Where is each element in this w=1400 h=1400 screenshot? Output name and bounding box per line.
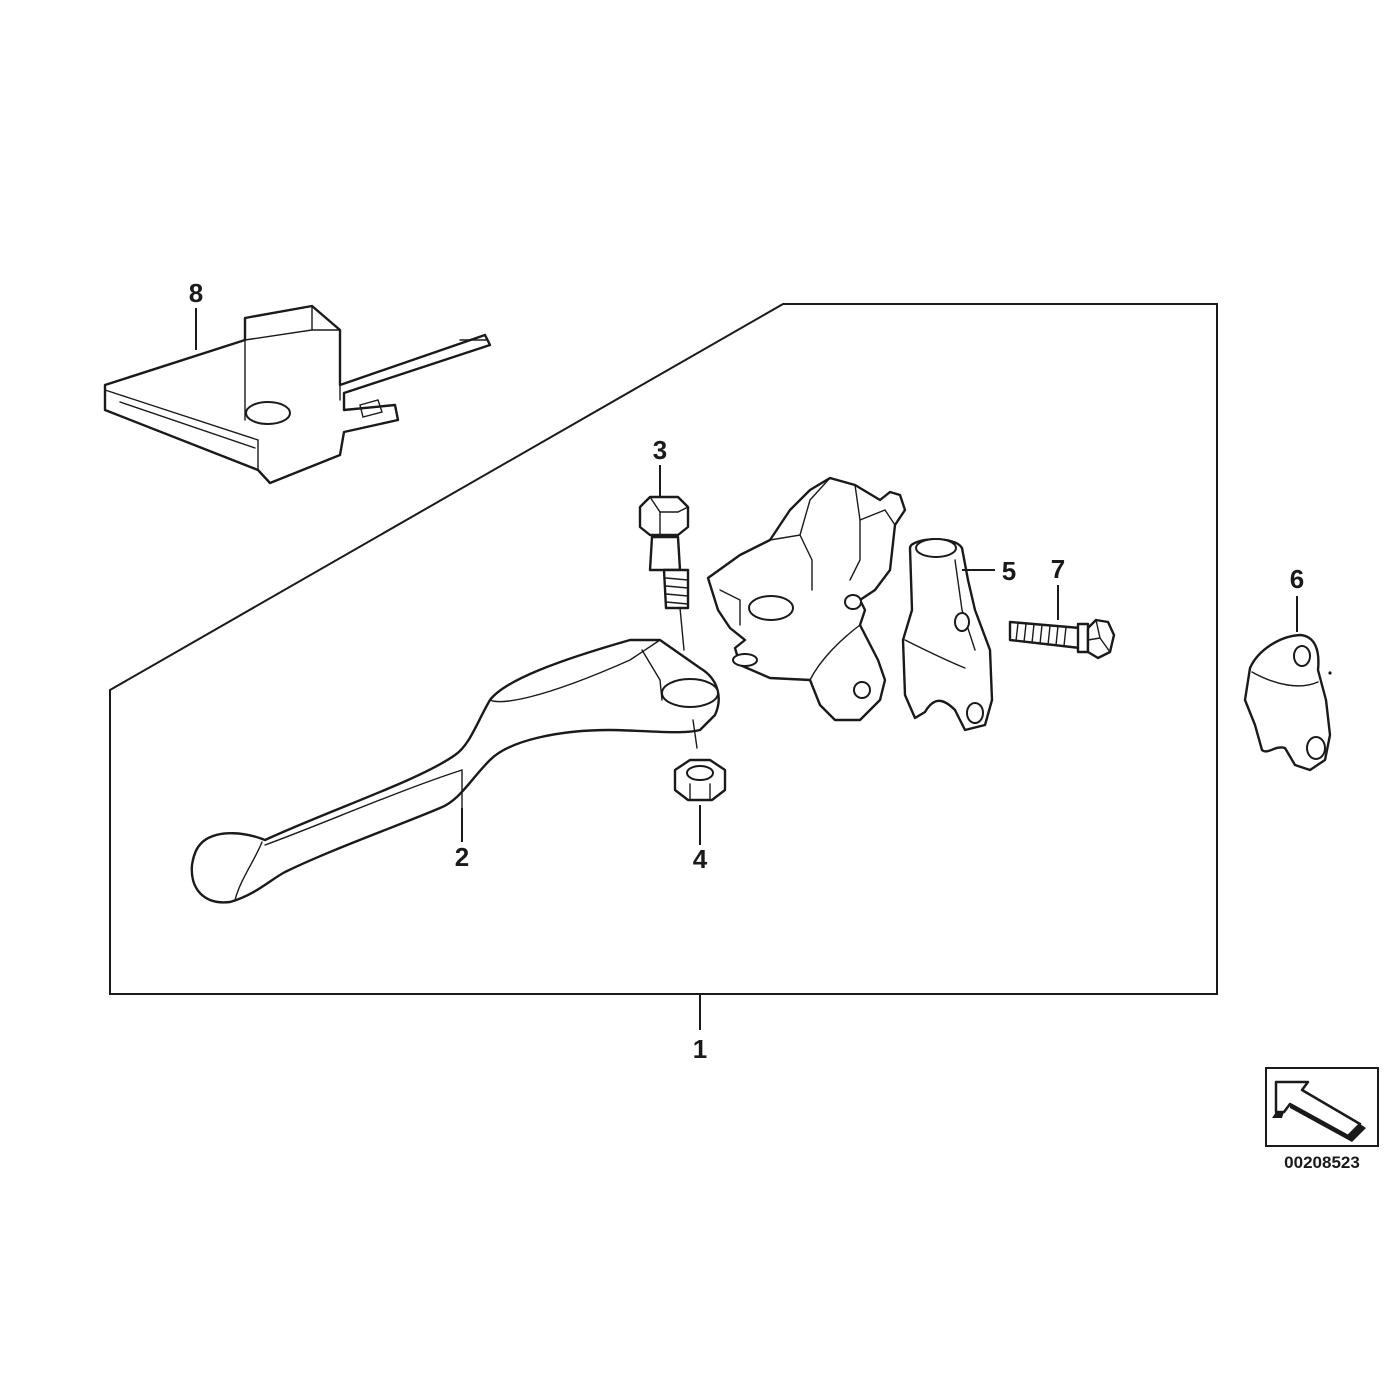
callout-8: 8 bbox=[189, 278, 203, 308]
axis-line-3 bbox=[679, 607, 685, 651]
callout-2: 2 bbox=[455, 842, 469, 872]
assembly-boundary-frame bbox=[109, 303, 1218, 995]
part-2-clutch-lever bbox=[190, 638, 720, 904]
callout-7: 7 bbox=[1051, 554, 1065, 584]
orientation-symbol bbox=[1265, 1067, 1379, 1147]
part-4-nut bbox=[673, 719, 727, 802]
part-3-pivot-bolt bbox=[638, 495, 690, 610]
part-5-clamp bbox=[901, 538, 994, 732]
part-lever-bracket bbox=[706, 476, 907, 722]
callout-6: 6 bbox=[1290, 564, 1304, 594]
callout-4: 4 bbox=[693, 844, 708, 874]
callout-5: 5 bbox=[1002, 556, 1016, 586]
callout-1: 1 bbox=[693, 1034, 707, 1064]
part-8-lever-guard bbox=[103, 304, 492, 485]
part-6-clamp bbox=[1243, 633, 1332, 772]
orientation-arrow-icon bbox=[1272, 1080, 1366, 1142]
callout-3: 3 bbox=[653, 435, 667, 465]
document-number: 00208523 bbox=[1284, 1153, 1360, 1172]
part-7-screw bbox=[1008, 618, 1116, 660]
